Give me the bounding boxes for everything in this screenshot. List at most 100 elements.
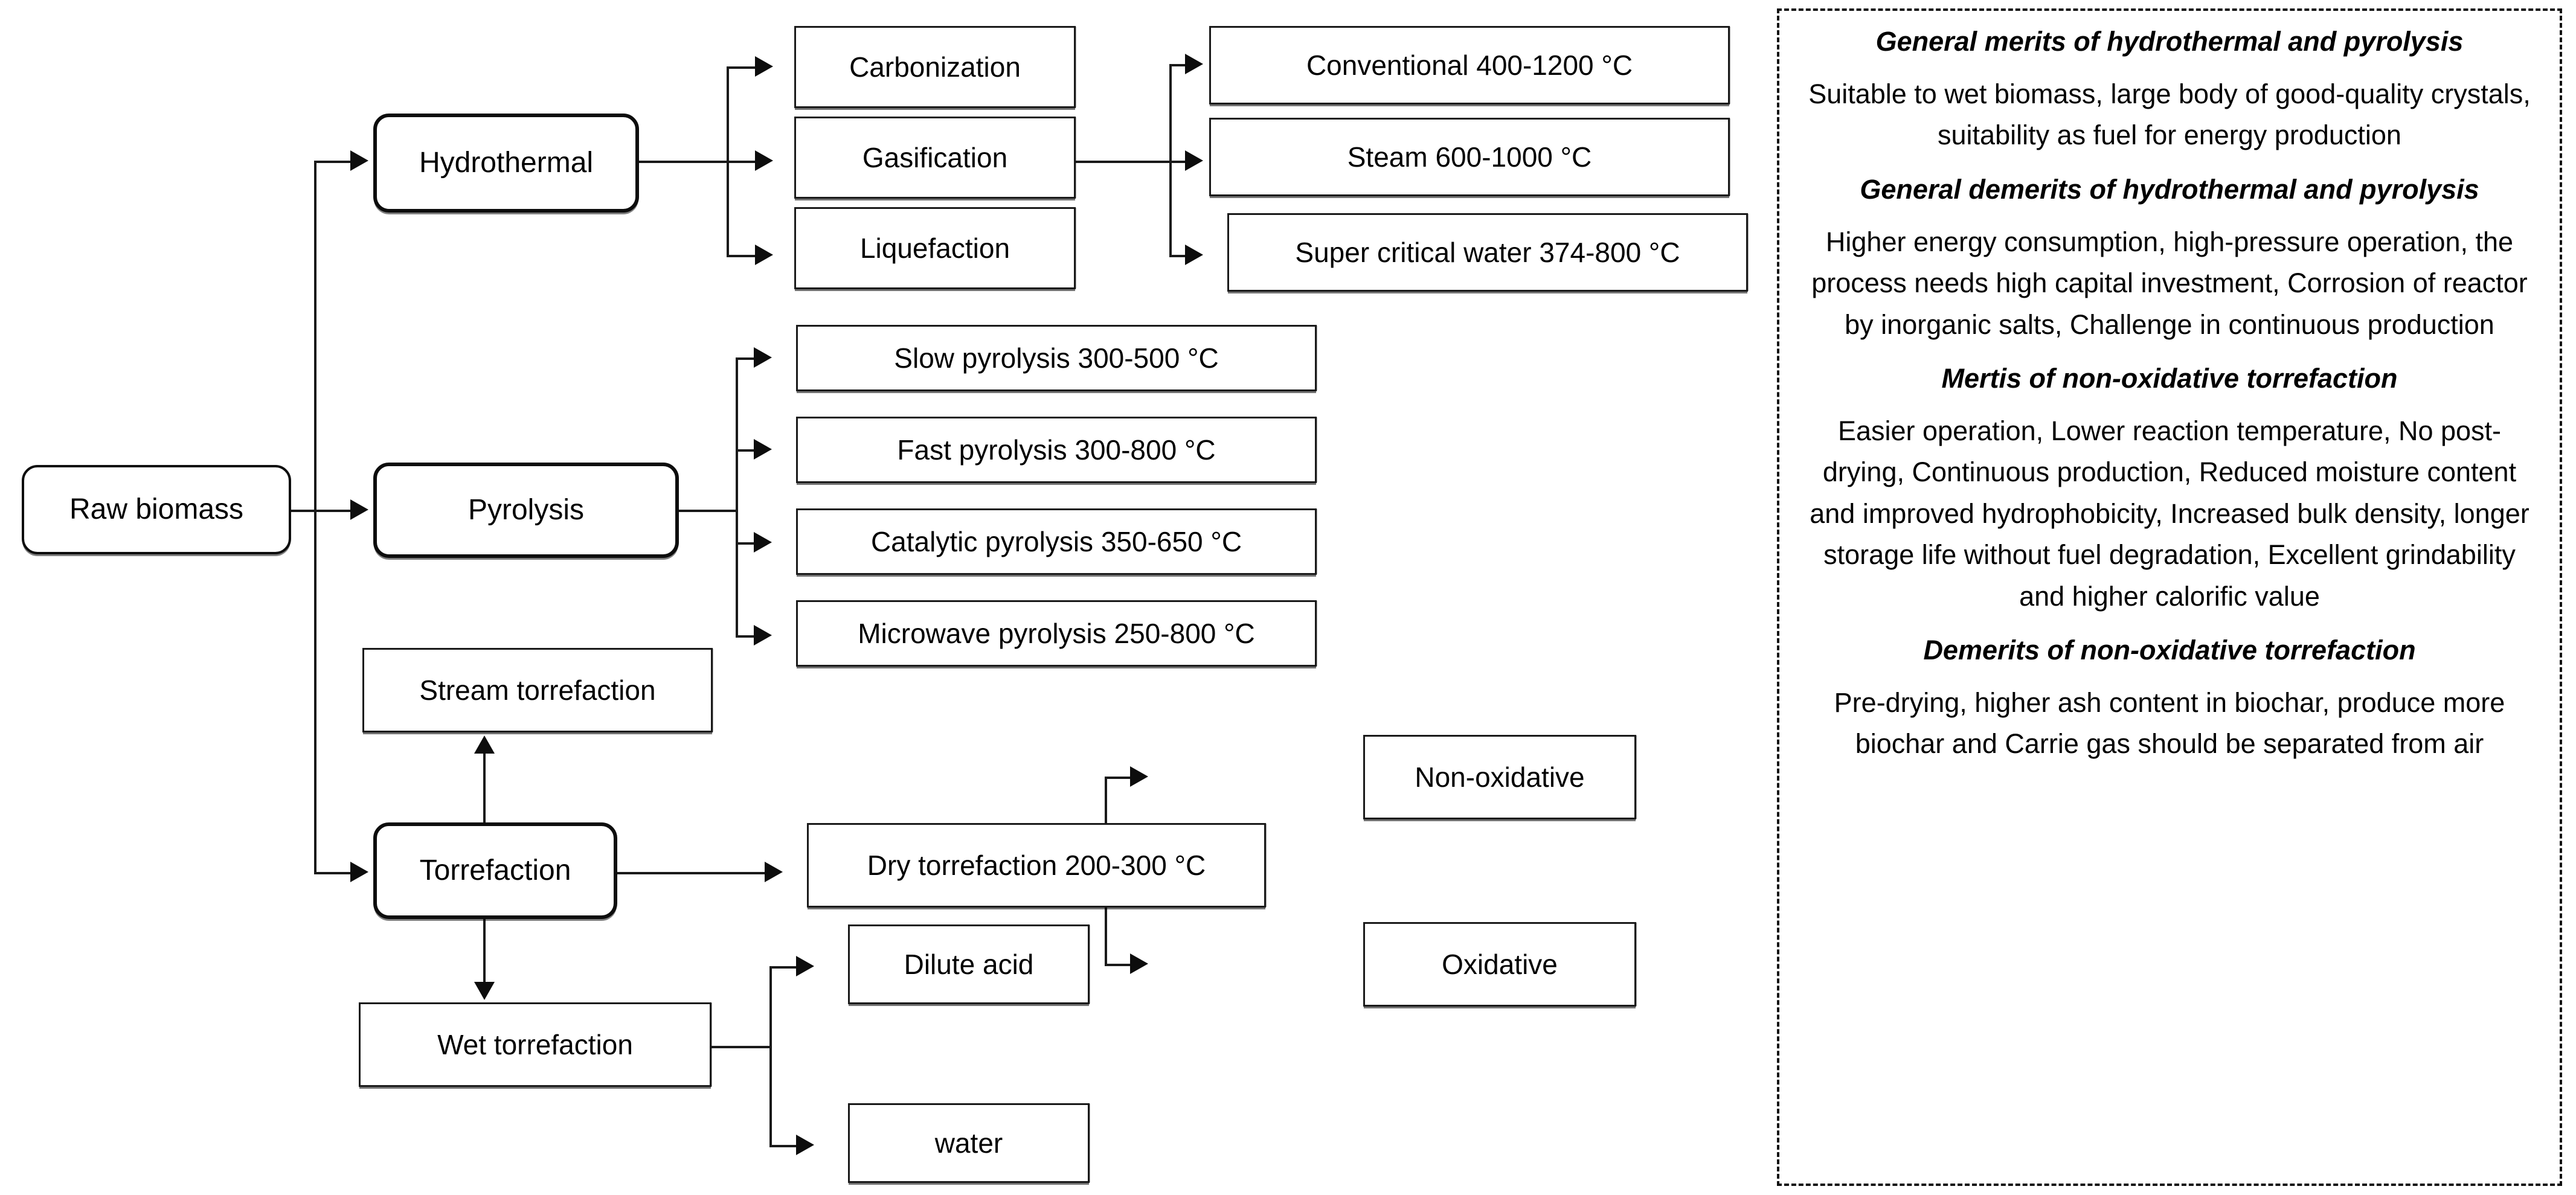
node-hydrothermal[interactable]: Hydrothermal (373, 114, 639, 213)
arrowhead-hydrothermal (350, 150, 368, 171)
node-dry-torrefaction-label: Dry torrefaction 200-300 °C (867, 849, 1206, 881)
node-conventional-label: Conventional 400-1200 °C (1306, 49, 1633, 81)
node-supercritical-water[interactable]: Super critical water 374-800 °C (1227, 213, 1748, 292)
arrowhead-dry-torrefaction (765, 862, 783, 882)
connector-to-oxidative (1105, 964, 1132, 966)
panel-demerits-heading: General demerits of hydrothermal and pyr… (1860, 173, 2479, 205)
arrowhead-slow-pyrolysis (754, 347, 772, 368)
node-oxidative[interactable]: Oxidative (1363, 922, 1636, 1007)
node-steam-label: Steam 600-1000 °C (1347, 141, 1592, 173)
node-wet-torrefaction[interactable]: Wet torrefaction (359, 1002, 711, 1087)
connector-wet-spine (769, 966, 772, 1147)
panel-torrefaction-merits-body: Easier operation, Lower reaction tempera… (1810, 415, 2529, 612)
node-raw-biomass-label: Raw biomass (69, 493, 244, 526)
connector-to-microwave-pyrolysis (736, 635, 757, 638)
node-microwave-pyrolysis-label: Microwave pyrolysis 250-800 °C (858, 617, 1255, 649)
arrowhead-oxidative (1130, 953, 1148, 974)
panel-merits-body: Suitable to wet biomass, large body of g… (1808, 78, 2531, 151)
node-slow-pyrolysis[interactable]: Slow pyrolysis 300-500 °C (796, 325, 1317, 391)
connector-gasification-spine (1169, 64, 1172, 255)
node-gasification[interactable]: Gasification (794, 117, 1076, 199)
node-wet-torrefaction-label: Wet torrefaction (437, 1028, 633, 1060)
node-fast-pyrolysis-label: Fast pyrolysis 300-800 °C (897, 434, 1216, 466)
node-hydrothermal-label: Hydrothermal (419, 147, 594, 179)
node-water[interactable]: water (848, 1103, 1090, 1183)
arrowhead-water (796, 1135, 814, 1155)
node-carbonization[interactable]: Carbonization (794, 26, 1076, 108)
panel-merits-heading: General merits of hydrothermal and pyrol… (1875, 26, 2464, 57)
node-microwave-pyrolysis[interactable]: Microwave pyrolysis 250-800 °C (796, 600, 1317, 667)
connector-to-water (769, 1145, 798, 1147)
connector-pyrolysis-spine (736, 357, 738, 636)
node-stream-torrefaction-label: Stream torrefaction (419, 674, 656, 706)
node-stream-torrefaction[interactable]: Stream torrefaction (362, 648, 713, 732)
node-non-oxidative[interactable]: Non-oxidative (1363, 735, 1636, 819)
connector-to-dry-torrefaction (616, 872, 767, 874)
arrowhead-wet-torrefaction (474, 982, 495, 1000)
node-dilute-acid[interactable]: Dilute acid (848, 924, 1090, 1004)
connector-to-slow-pyrolysis (736, 357, 757, 360)
node-oxidative-label: Oxidative (1442, 948, 1558, 980)
node-water-label: water (934, 1127, 1003, 1159)
panel-demerits-body: Higher energy consumption, high-pressure… (1811, 226, 2528, 340)
arrowhead-pyrolysis (350, 499, 368, 520)
connector-to-supercritical (1169, 255, 1189, 257)
panel-torrefaction-demerits-heading: Demerits of non-oxidative torrefaction (1923, 634, 2416, 665)
node-catalytic-pyrolysis-label: Catalytic pyrolysis 350-650 °C (870, 525, 1242, 557)
node-dilute-acid-label: Dilute acid (904, 948, 1034, 980)
arrowhead-torrefaction (350, 862, 368, 882)
node-torrefaction[interactable]: Torrefaction (373, 822, 617, 919)
connector-to-fast-pyrolysis (736, 449, 757, 452)
connector-to-liquefaction (727, 255, 757, 257)
arrowhead-liquefaction (755, 245, 773, 265)
arrowhead-dilute-acid (796, 956, 814, 976)
connector-to-steam (1169, 161, 1189, 163)
node-dry-torrefaction[interactable]: Dry torrefaction 200-300 °C (807, 823, 1266, 908)
info-panel: General merits of hydrothermal and pyrol… (1777, 8, 2562, 1186)
node-catalytic-pyrolysis[interactable]: Catalytic pyrolysis 350-650 °C (796, 508, 1317, 575)
arrowhead-catalytic-pyrolysis (754, 532, 772, 553)
panel-torrefaction-demerits-body: Pre-drying, higher ash content in biocha… (1834, 687, 2505, 760)
connector-to-hydrothermal (314, 161, 353, 163)
connector-main-trunk (314, 161, 316, 873)
connector-to-conventional (1169, 64, 1189, 66)
node-supercritical-water-label: Super critical water 374-800 °C (1295, 236, 1680, 268)
node-non-oxidative-label: Non-oxidative (1415, 761, 1585, 793)
connector-to-non-oxidative (1105, 777, 1132, 779)
connector-rawbiomass-stub (290, 510, 316, 512)
arrowhead-stream-torrefaction (474, 735, 495, 754)
connector-gasification-out (1075, 161, 1172, 163)
connector-to-dilute-acid (769, 966, 798, 969)
arrowhead-gasification (755, 150, 773, 171)
arrowhead-fast-pyrolysis (754, 439, 772, 460)
arrowhead-supercritical (1185, 245, 1203, 265)
connector-to-catalytic-pyrolysis (736, 542, 757, 545)
connector-to-carbonization (727, 66, 757, 69)
arrowhead-conventional (1185, 54, 1203, 74)
arrowhead-non-oxidative (1130, 766, 1148, 787)
node-raw-biomass[interactable]: Raw biomass (22, 465, 291, 554)
connector-to-pyrolysis (314, 510, 353, 512)
arrowhead-steam (1185, 150, 1203, 171)
connector-wet-out (711, 1046, 772, 1048)
node-liquefaction-label: Liquefaction (859, 232, 1010, 264)
connector-torrefaction-up (483, 752, 486, 825)
connector-pyrolysis-out (678, 510, 738, 512)
node-carbonization-label: Carbonization (849, 51, 1021, 83)
connector-torrefaction-down (483, 918, 486, 984)
node-liquefaction[interactable]: Liquefaction (794, 207, 1076, 289)
connector-to-gasification (727, 161, 757, 163)
node-conventional[interactable]: Conventional 400-1200 °C (1209, 26, 1730, 104)
connector-to-torrefaction (314, 872, 353, 874)
node-torrefaction-label: Torrefaction (419, 854, 571, 887)
connector-hydrothermal-out (638, 161, 729, 163)
node-pyrolysis[interactable]: Pyrolysis (373, 463, 679, 558)
node-steam[interactable]: Steam 600-1000 °C (1209, 118, 1730, 196)
node-fast-pyrolysis[interactable]: Fast pyrolysis 300-800 °C (796, 417, 1317, 483)
node-slow-pyrolysis-label: Slow pyrolysis 300-500 °C (894, 342, 1219, 374)
arrowhead-carbonization (755, 56, 773, 77)
arrowhead-microwave-pyrolysis (754, 625, 772, 646)
panel-torrefaction-merits-heading: Mertis of non-oxidative torrefaction (1941, 362, 2398, 394)
node-gasification-label: Gasification (862, 141, 1008, 173)
